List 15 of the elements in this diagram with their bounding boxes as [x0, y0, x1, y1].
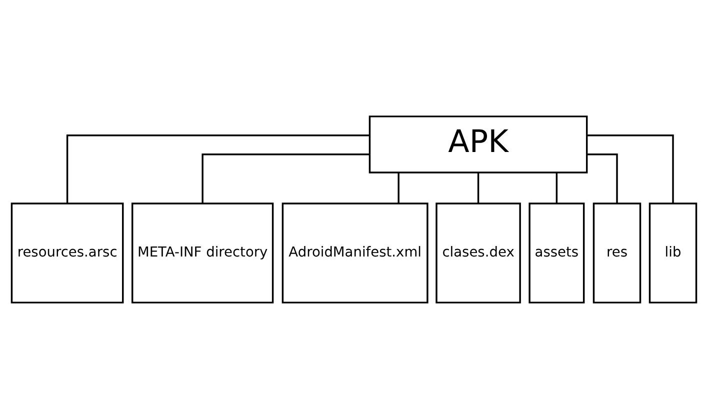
- connector: [477, 172, 480, 203]
- node-box: res: [592, 202, 642, 303]
- connector: [587, 134, 674, 203]
- node-box: META-INF directory: [131, 202, 274, 303]
- node-box: AdroidManifest.xml: [282, 202, 428, 303]
- connector: [202, 153, 370, 203]
- connector: [398, 172, 400, 203]
- connector: [556, 172, 558, 203]
- node-box: lib: [648, 202, 698, 303]
- node-box: APK: [368, 115, 588, 173]
- node-box: clases.dex: [436, 202, 521, 303]
- node-box: assets: [528, 202, 585, 303]
- node-box: resources.arsc: [10, 202, 124, 303]
- connector: [66, 134, 370, 203]
- connector: [586, 153, 618, 203]
